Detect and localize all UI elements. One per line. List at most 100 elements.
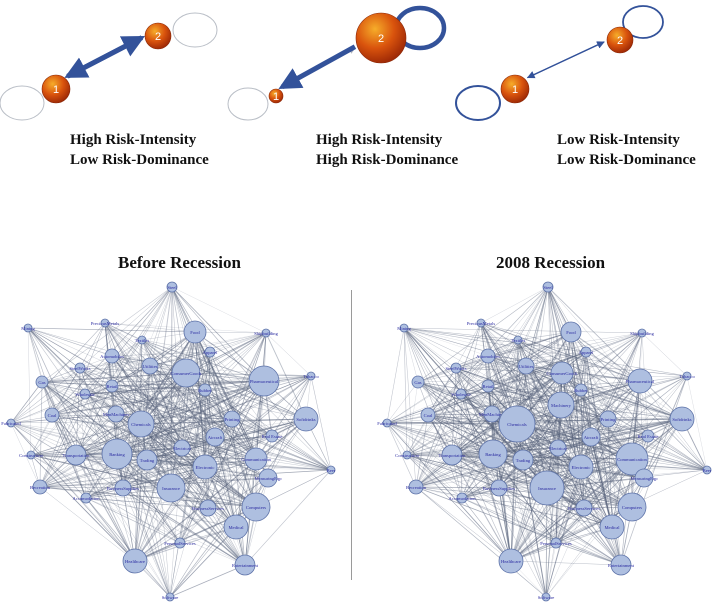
network-edge [607, 418, 622, 566]
network-node [615, 442, 649, 476]
network-edge [386, 422, 408, 456]
network-node-label: Retail [483, 384, 495, 389]
network-edge [41, 381, 206, 391]
network-edge [185, 372, 237, 528]
network-edge [141, 339, 211, 353]
network-edge [516, 423, 708, 471]
network-edge [510, 423, 518, 562]
network-edge [451, 380, 641, 456]
network-edge [403, 327, 587, 353]
network-edge [10, 422, 118, 455]
network-node-label: Electrical [549, 446, 567, 451]
network-edge [41, 381, 172, 489]
network-edge [169, 458, 257, 598]
network-edge [631, 418, 683, 508]
network-edge [386, 385, 489, 424]
network-edge [75, 332, 267, 456]
network-edge [555, 418, 683, 544]
network-node-label: BusinessServices [192, 506, 224, 511]
network-edge [403, 327, 643, 334]
network-edge [580, 351, 587, 468]
motif-1-caption: High Risk-Intensity Low Risk-Dominance [70, 130, 209, 170]
network-edge [171, 286, 269, 479]
network-edge [415, 418, 609, 488]
network-node-label: Entertainment [232, 563, 259, 568]
network-node-label: Chemicals [507, 422, 527, 427]
network-edge [30, 454, 181, 544]
network-edge [570, 331, 641, 382]
network-edge [510, 560, 622, 566]
motif-3-node-2 [606, 26, 634, 54]
network-edge [171, 286, 211, 353]
network-edge [27, 327, 53, 416]
network-edge [39, 458, 257, 488]
network-edge [41, 380, 265, 383]
network-edge [580, 389, 585, 509]
network-node-label: Wholesale [451, 392, 470, 397]
network-node [580, 346, 592, 358]
network-node-label: Medical [228, 525, 244, 530]
network-edge [547, 286, 562, 406]
panel-divider [351, 290, 352, 580]
network-edge [104, 322, 233, 420]
network-node [441, 444, 463, 466]
network-node [512, 449, 534, 471]
network-edge [10, 385, 113, 424]
motif-1: 12 [0, 12, 218, 121]
network-node [326, 465, 336, 475]
network-edge [403, 327, 519, 341]
network-edge [607, 332, 643, 420]
network-edge [461, 286, 549, 499]
network-edge [545, 418, 683, 598]
network-edge [480, 286, 549, 324]
network-edge [41, 381, 86, 395]
network-edge [547, 286, 633, 508]
network-node [100, 318, 110, 328]
network-edge [516, 286, 549, 425]
network-edge [498, 487, 557, 544]
network-edge [149, 365, 172, 489]
network-node [682, 371, 692, 381]
network-edge [170, 418, 307, 489]
network-node-label: Automobiles [476, 354, 500, 359]
network-edge [417, 381, 592, 438]
network-2-edges [386, 286, 708, 598]
network-node-label: Real Estate [262, 434, 283, 439]
network-edge [415, 486, 547, 598]
network-edge [555, 477, 645, 544]
network-node [32, 479, 48, 495]
network-edge [406, 414, 429, 456]
network-edge [403, 327, 408, 456]
network-edge [510, 351, 587, 562]
network-edge [415, 458, 633, 488]
network-node [156, 473, 186, 503]
network-edge [185, 372, 206, 468]
network-edge [460, 355, 489, 395]
network-node-label: Wholesale [75, 392, 94, 397]
network-node-label: Communication [617, 457, 647, 462]
network-edge [522, 459, 633, 508]
network-edge [146, 459, 237, 528]
network-edge [111, 385, 233, 420]
network-edge [84, 380, 265, 395]
network-node-label: Electronic [572, 465, 591, 470]
network-edge [39, 477, 269, 488]
network-edge [115, 413, 181, 544]
network-node-label: Coal [48, 413, 57, 418]
network-edge [525, 365, 708, 471]
network-edge [415, 372, 563, 488]
network-edge [460, 331, 572, 395]
network-1-edges [10, 286, 332, 598]
network-node [450, 362, 462, 374]
network-edge [386, 372, 563, 424]
network-edge [146, 459, 332, 471]
network-edge [194, 331, 267, 334]
motif-2-caption-line-1: High Risk-Intensity [316, 132, 443, 148]
network-node [550, 537, 562, 549]
network-edge [10, 413, 117, 424]
network-edge [41, 367, 81, 383]
network-node [174, 537, 186, 549]
network-node-label: Gas [414, 380, 421, 385]
network-edge [547, 286, 683, 420]
